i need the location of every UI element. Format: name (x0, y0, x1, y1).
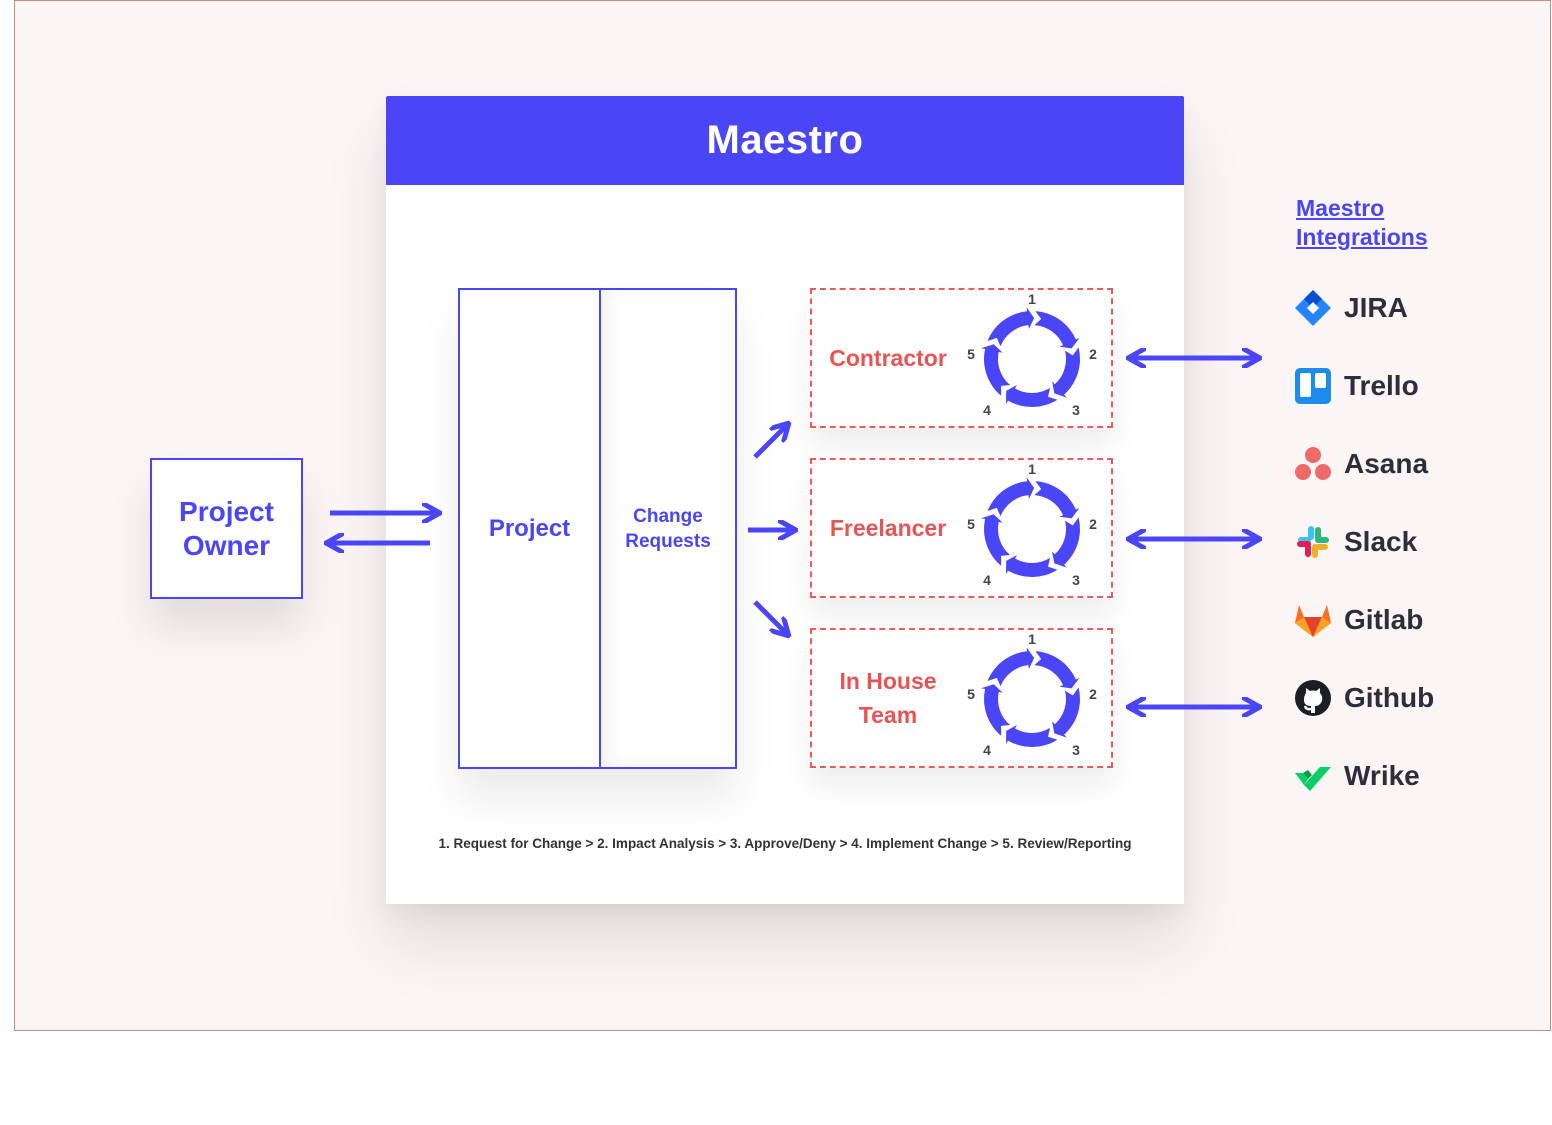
cycle-step-number: 5 (967, 686, 975, 702)
project-label: Project (488, 514, 571, 542)
cycle-step-number: 2 (1089, 346, 1097, 362)
cycle-arrow-segment (1006, 724, 1058, 747)
panel-title: Maestro (386, 96, 1184, 185)
project-owner-label-line2: Owner (182, 529, 271, 561)
cycle-arrow-segment (1052, 687, 1080, 738)
cycle-arrow-segment (981, 684, 1011, 736)
cycle-arrow-segment (1034, 311, 1080, 349)
integration-trello: Trello (1294, 366, 1419, 406)
cycle-step-number: 4 (983, 742, 991, 758)
integration-label-asana: Asana (1344, 448, 1429, 479)
cycle-step-number: 2 (1089, 686, 1097, 702)
process-steps-caption: 1. Request for Change > 2. Impact Analys… (438, 836, 1132, 851)
change-requests-text: Change Requests (625, 505, 711, 552)
project-owner-label-line1: Project (179, 495, 274, 527)
cycle-step-number: 3 (1072, 572, 1080, 588)
integration-gitlab: Gitlab (1294, 600, 1423, 640)
trello-icon (1294, 367, 1332, 405)
cycle-arrow-segment (1034, 481, 1080, 519)
arrow-to-contractor (753, 426, 786, 459)
cycle-arrow-segment (1034, 651, 1080, 689)
cycle-arrow-segment (1006, 384, 1058, 407)
team-label-in-house-team: In House Team (812, 630, 964, 766)
cycle-step-number: 3 (1072, 742, 1080, 758)
integrations-title-line2[interactable]: Integrations (1296, 224, 1428, 250)
cycle-arrow-segment (1052, 517, 1080, 568)
integrations-title[interactable]: Maestro Integrations (1296, 194, 1496, 252)
integration-jira: JIRA (1294, 288, 1408, 328)
integration-slack: Slack (1294, 522, 1417, 562)
integration-github: Github (1294, 678, 1434, 718)
jira-icon (1294, 289, 1332, 327)
cycle-step-number: 1 (1028, 634, 1036, 647)
project-divider (599, 290, 601, 767)
cycle-step-number: 3 (1072, 402, 1080, 418)
cycle-arrow-segment (981, 344, 1011, 396)
cycle-diagram-freelancer: 1 2 3 4 5 (967, 464, 1097, 588)
team-box-in-house-team: In House Team 1 2 3 4 5 (810, 628, 1113, 768)
cycle-step-number: 2 (1089, 516, 1097, 532)
cycle-arrow-segment (981, 514, 1011, 566)
project-owner-label: Project Owner (162, 495, 292, 563)
arrow-to-in-house-team (753, 600, 786, 633)
cycle-step-number: 5 (967, 516, 975, 532)
gitlab-icon (1294, 601, 1332, 639)
team-box-contractor: Contractor 1 2 3 4 5 (810, 288, 1113, 428)
cycle-step-number: 4 (983, 572, 991, 588)
integration-label-slack: Slack (1344, 526, 1418, 557)
integration-label-trello: Trello (1344, 370, 1419, 401)
integration-label-gitlab: Gitlab (1344, 604, 1424, 635)
project-box: Project Change Requests (458, 288, 737, 769)
cycle-step-number: 5 (967, 346, 975, 362)
cycle-step-number: 1 (1028, 294, 1036, 307)
team-label-contractor: Contractor (829, 345, 947, 371)
cycle-diagram-in-house-team: 1 2 3 4 5 (967, 634, 1097, 758)
cycle-arrow-segment (987, 307, 1035, 347)
integration-label-jira: JIRA (1344, 292, 1408, 323)
project-owner-box: Project Owner (150, 458, 303, 599)
team-box-freelancer: Freelancer 1 2 3 4 5 (810, 458, 1113, 598)
cycle-arrow-segment (1052, 347, 1080, 398)
change-requests-label: Change Requests (601, 290, 735, 767)
cycle-step-number: 4 (983, 402, 991, 418)
github-icon (1294, 679, 1332, 717)
cycle-arrow-segment (987, 477, 1035, 517)
wrike-icon (1294, 757, 1332, 795)
cycle-arrow-segment (1006, 554, 1058, 577)
team-label-freelancer: Freelancer (829, 515, 947, 541)
integration-asana: Asana (1294, 444, 1428, 484)
integration-label-wrike: Wrike (1344, 760, 1420, 791)
cycle-step-number: 1 (1028, 464, 1036, 477)
integration-wrike: Wrike (1294, 756, 1420, 796)
cycle-diagram-contractor: 1 2 3 4 5 (967, 294, 1097, 418)
asana-icon (1294, 445, 1332, 483)
team-label-in-house-team-text: In House Team (839, 668, 937, 728)
integration-label-github: Github (1344, 682, 1435, 713)
cycle-arrow-segment (987, 647, 1035, 687)
integrations-title-line1[interactable]: Maestro (1296, 195, 1385, 221)
slack-icon (1294, 523, 1332, 561)
